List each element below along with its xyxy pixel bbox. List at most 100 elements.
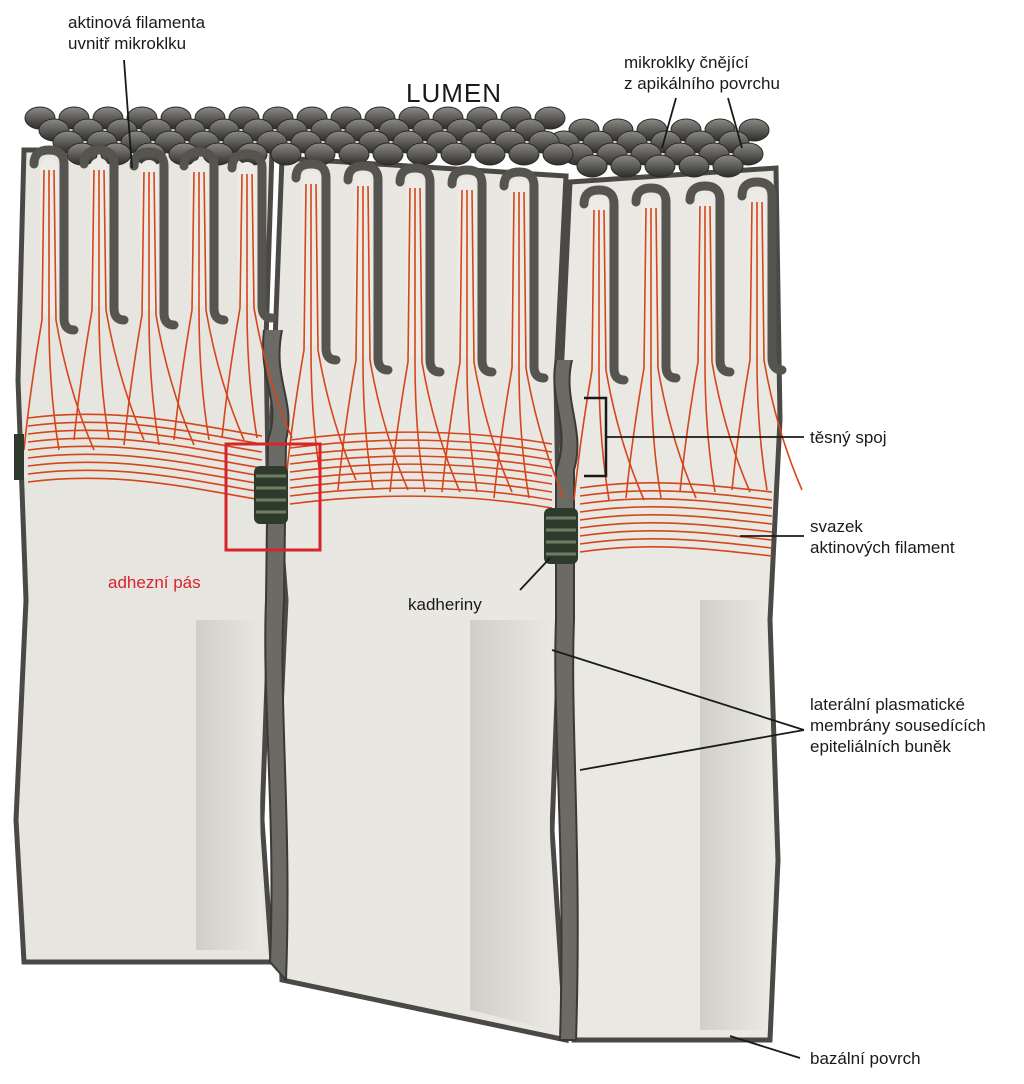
microvilli-caps [24,106,770,178]
cadherin-cluster-2 [544,508,578,564]
leader-microvilli-1 [661,97,677,149]
microvillus-cap [610,154,642,178]
actin-filament [203,171,245,441]
actin-filament [761,201,803,491]
microvillus [447,165,497,377]
actin-filament [389,187,411,493]
actin-bundle-left [27,429,263,453]
microvillus [79,145,129,325]
label-line: svazek [810,517,863,536]
label-adhesion-belt: adhezní pás [108,573,201,592]
microvillus [227,149,277,323]
actin-bundle-right [579,497,773,509]
actin-bundle-right [579,513,773,525]
actin-filaments [23,169,803,557]
leader-lateral-2 [579,729,805,771]
label-tight-junction: těsný spoj [810,428,887,447]
actin-bundle-right [579,481,773,493]
microvillus-cap [406,142,438,166]
label-line: laterální plasmatické [810,695,965,714]
label-line: uvnitř mikroklku [68,34,187,53]
actin-bundle-right [579,529,773,541]
actin-filament [756,202,768,491]
actin-filament [419,187,461,493]
microvillus [291,159,341,365]
microvillus [579,185,629,385]
actin-filament [98,170,110,441]
actin-bundle-right [579,545,773,557]
actin-filament [315,183,357,481]
actin-filament [523,191,565,499]
actin-filament [362,186,374,491]
label-basal-surface: bazální povrch [810,1049,921,1068]
actin-bundle-left [27,413,263,437]
label-microvilli: mikroklky čnějící z apikálního povrchu [624,52,780,94]
microvillus-cap [270,142,302,166]
actin-filament [251,173,293,439]
leader-actin-microvilli [123,59,133,169]
actin-filament [285,183,307,481]
label-line: z apikálního povrchu [624,74,780,93]
actin-bundle-left [27,453,263,477]
actin-filament [153,171,195,446]
microvillus-cap [542,142,574,166]
actin-bundle-right [579,537,773,549]
cadherin-cluster-1 [254,466,288,524]
adhesion-belt-box [224,442,322,552]
actin-bundle-left [27,461,263,485]
actin-bundle-left [27,437,263,461]
actin-bundle-middle [289,447,553,461]
actin-bundle-middle [289,463,553,477]
cadherin-left-edge [14,434,24,480]
label-actin-bundle: svazek aktinových filament [810,516,955,558]
actin-filament [466,190,478,493]
microvillus-cap [644,154,676,178]
microvillus-cap [576,154,608,178]
microvillus [737,177,787,375]
actin-bundle-left [27,445,263,469]
actin-filament [603,209,645,501]
actin-filament [198,172,210,441]
junctions [14,396,608,564]
actin-filament [53,169,95,451]
cell-middle-inner-face [470,620,552,1030]
actin-bundle-left [27,421,263,445]
microvillus-cap [440,142,472,166]
actin-bundle-middle [289,479,553,493]
microvillus-cap [678,154,710,178]
microvillus [631,183,681,383]
actin-bundle-middle [289,439,553,453]
microvillus [343,161,393,375]
microvillus [129,147,179,330]
microvilli [29,145,787,385]
microvillus-cap [474,142,506,166]
actin-filament [573,209,595,501]
actin-filament [73,169,95,441]
actin-filament [414,188,426,493]
actin-filament [173,171,195,441]
actin-bundle-left [27,477,263,501]
lumen-title: LUMEN [406,78,503,108]
actin-filament [709,205,751,493]
leader-lateral-1 [551,649,805,731]
actin-filament [246,174,258,439]
actin-bundle-left [27,469,263,493]
cell-left-inner-face [196,620,262,950]
microvillus-cap [508,142,540,166]
leader-cadherins [519,557,551,591]
actin-bundle-middle [289,471,553,485]
actin-bundle-middle [289,487,553,501]
actin-filament [221,173,243,439]
actin-filament [148,172,160,446]
actin-bundle-middle [289,455,553,469]
actin-bundle-right [579,521,773,533]
label-line: membrány sousedících [810,716,986,735]
cell-right-inner-face [700,600,768,1030]
microvillus [499,167,549,383]
microvillus [685,181,735,377]
leader-basal [729,1035,801,1059]
actin-filament [731,201,753,491]
actin-bundle-middle [289,431,553,445]
actin-filament [704,206,716,493]
microvillus-cap [712,154,744,178]
